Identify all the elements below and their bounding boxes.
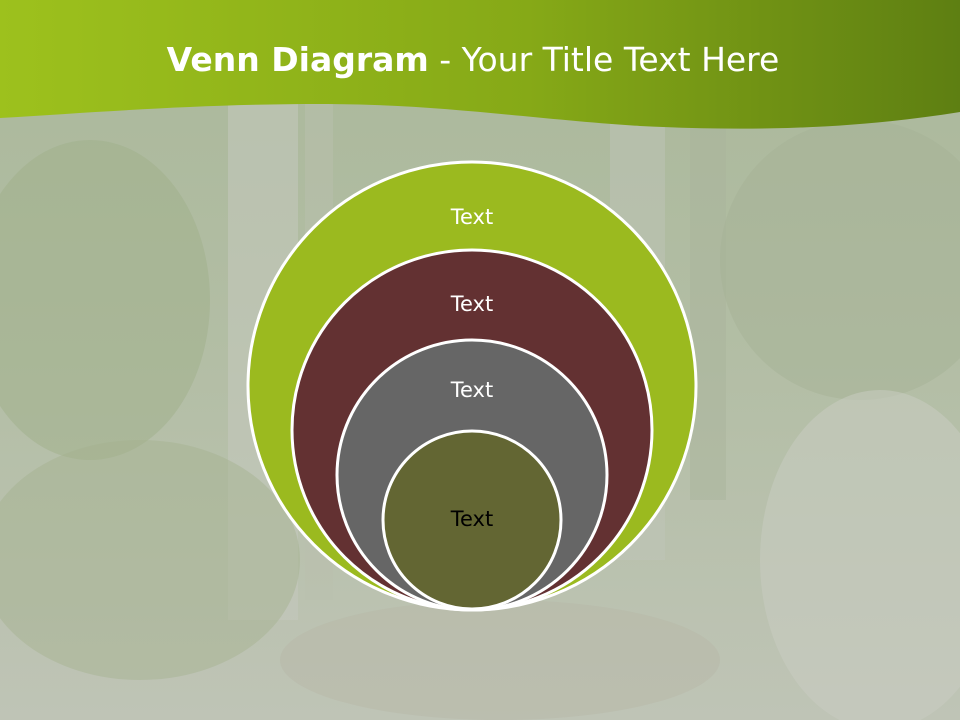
venn-label-third: Text bbox=[450, 378, 493, 402]
title-rest: - Your Title Text Here bbox=[428, 40, 780, 79]
venn-circle-inner bbox=[381, 429, 563, 611]
venn-label-inner: Text bbox=[450, 507, 493, 531]
venn-label-outer: Text bbox=[450, 205, 493, 229]
header-banner bbox=[0, 0, 960, 129]
venn-label-second: Text bbox=[450, 292, 493, 316]
title-bold: Venn Diagram bbox=[166, 40, 429, 79]
slide-title: Venn Diagram - Your Title Text Here bbox=[0, 40, 946, 79]
